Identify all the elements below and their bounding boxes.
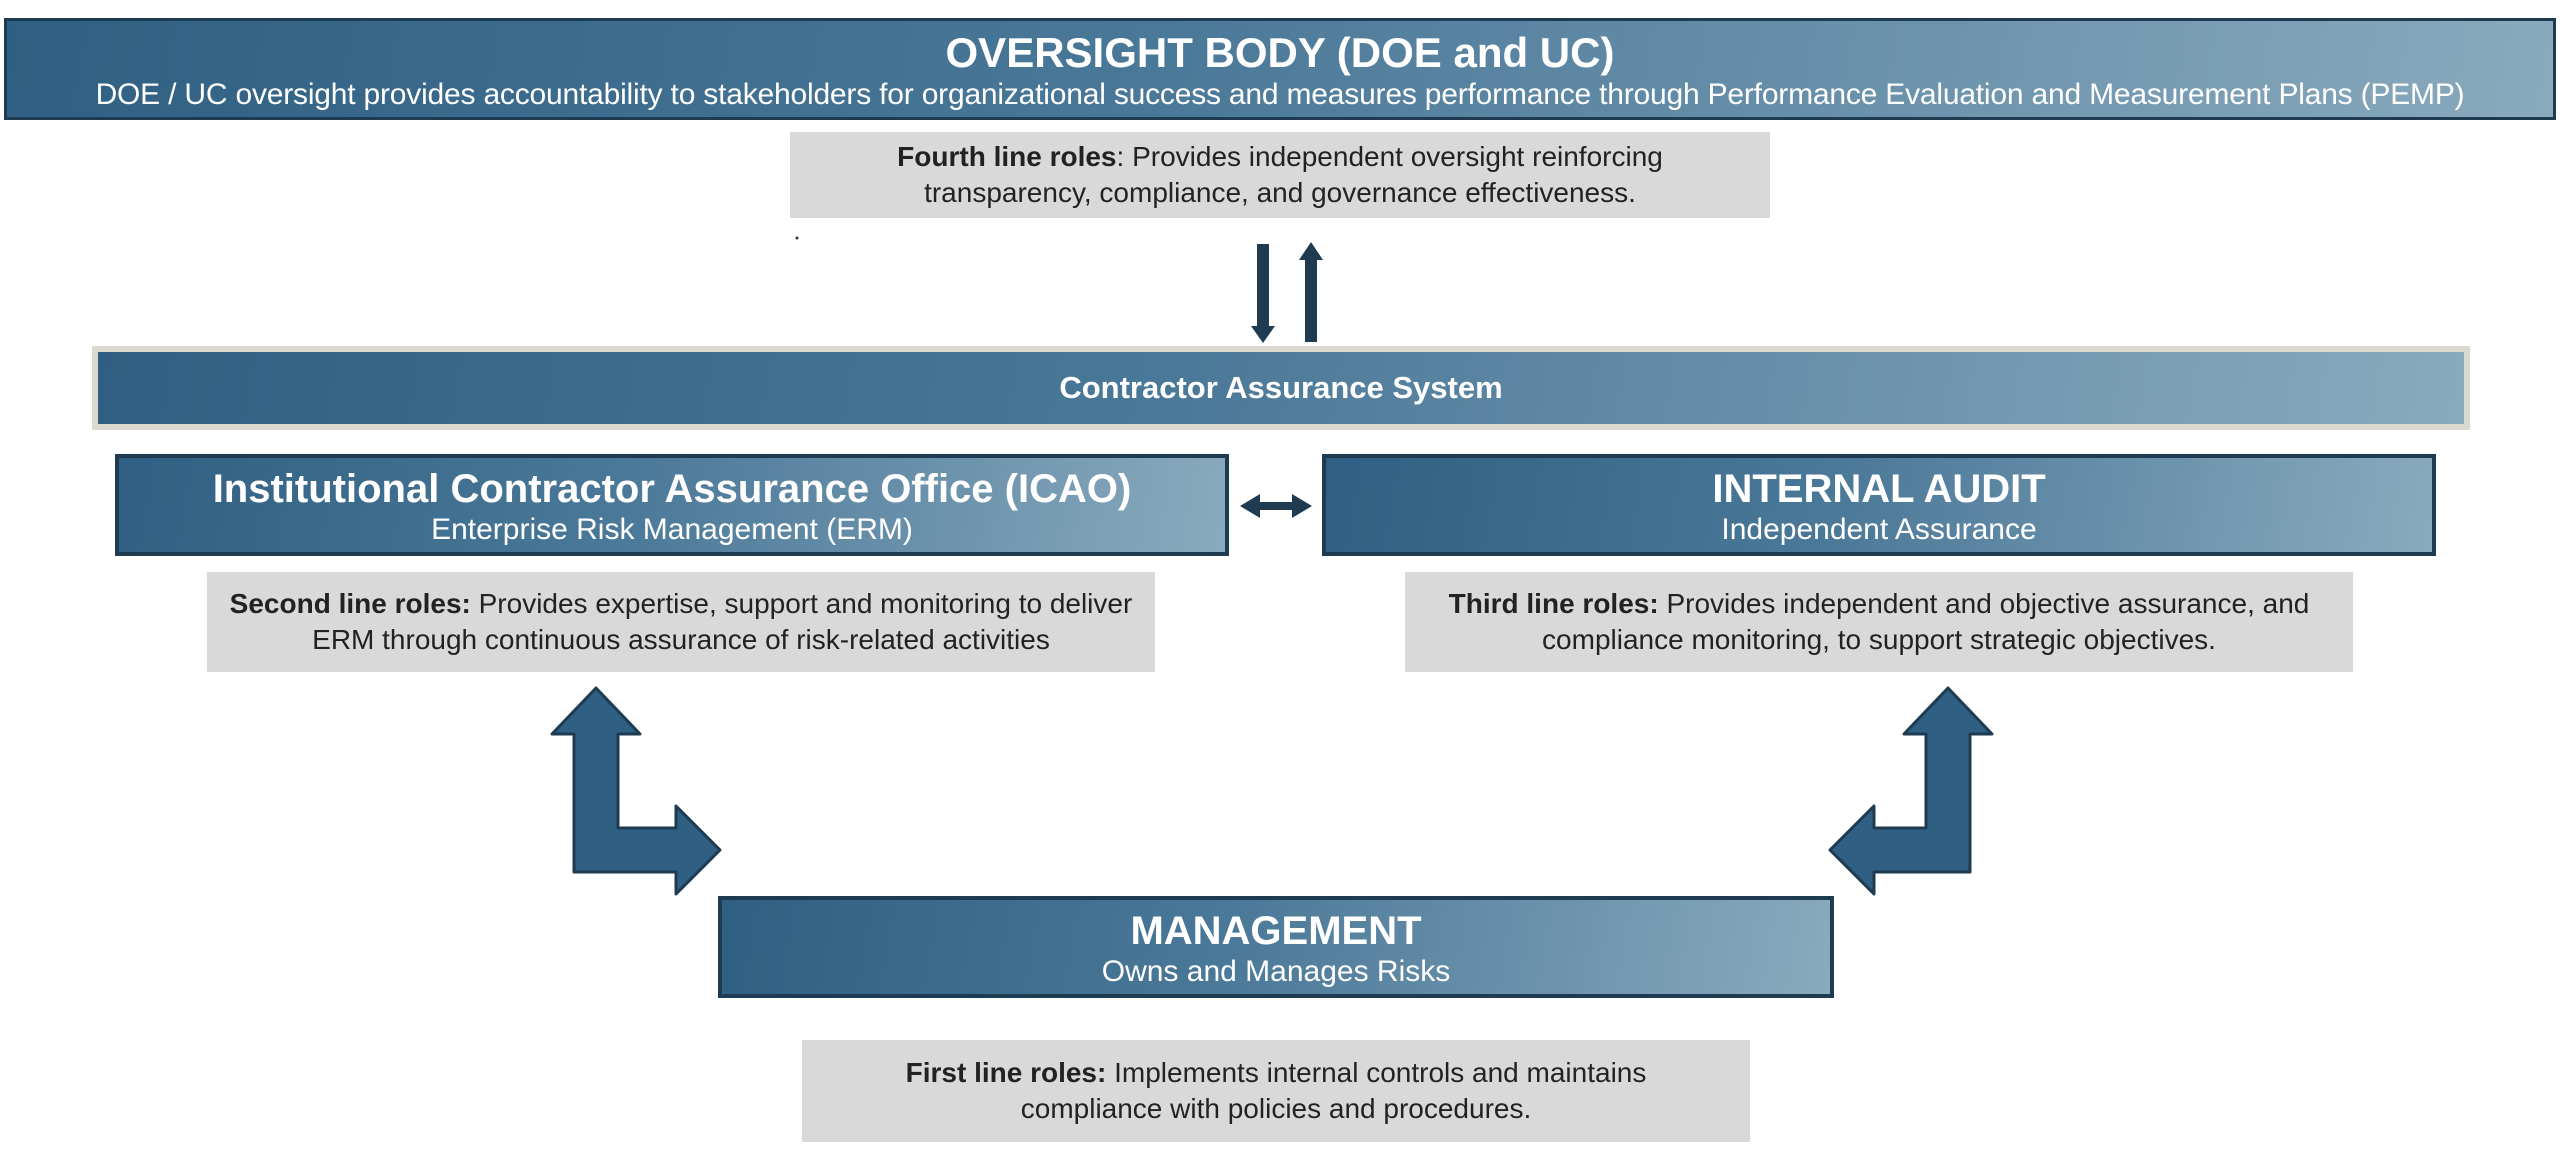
oversight-title: OVERSIGHT BODY (DOE and UC) — [945, 29, 1615, 76]
right-bent-arrow-icon — [1828, 686, 1994, 896]
fourth-line-roles-text: Fourth line roles: Provides independent … — [850, 139, 1710, 211]
third-line-label: Third line roles: — [1448, 588, 1659, 619]
second-line-roles-box: Second line roles: Provides expertise, s… — [207, 572, 1155, 672]
management-subtitle: Owns and Manages Risks — [1101, 955, 1451, 988]
management-box: MANAGEMENT Owns and Manages Risks — [718, 896, 1834, 998]
third-line-roles-box: Third line roles: Provides independent a… — [1405, 572, 2353, 672]
management-title: MANAGEMENT — [1130, 909, 1422, 953]
third-line-description: Provides independent and objective assur… — [1542, 588, 2310, 655]
internal-audit-subtitle: Independent Assurance — [1721, 513, 2037, 546]
icao-title: Institutional Contractor Assurance Offic… — [212, 467, 1132, 511]
oversight-subtitle: DOE / UC oversight provides accountabili… — [95, 78, 2465, 111]
first-line-label: First line roles: — [905, 1057, 1107, 1088]
oversight-body-box: OVERSIGHT BODY (DOE and UC) DOE / UC ove… — [4, 18, 2556, 120]
double-headed-arrow-icon — [1240, 494, 1312, 518]
first-line-description: Implements internal controls and maintai… — [1020, 1057, 1647, 1124]
second-line-label: Second line roles: — [229, 588, 471, 619]
down-arrow-icon — [1251, 244, 1275, 343]
third-line-roles-text: Third line roles: Provides independent a… — [1425, 586, 2333, 658]
internal-audit-title: INTERNAL AUDIT — [1712, 467, 2046, 511]
left-bent-arrow-icon — [550, 686, 722, 896]
stray-dot — [795, 236, 799, 240]
icao-box: Institutional Contractor Assurance Offic… — [115, 454, 1229, 556]
second-line-description: Provides expertise, support and monitori… — [312, 588, 1133, 655]
fourth-line-roles-box: Fourth line roles: Provides independent … — [790, 132, 1770, 218]
up-arrow-icon — [1299, 242, 1323, 342]
fourth-line-label: Fourth line roles — [897, 141, 1117, 172]
internal-audit-box: INTERNAL AUDIT Independent Assurance — [1322, 454, 2436, 556]
first-line-roles-box: First line roles: Implements internal co… — [802, 1040, 1750, 1142]
contractor-assurance-title: Contractor Assurance System — [1059, 370, 1503, 405]
fourth-line-description: : Provides independent oversight reinfor… — [924, 141, 1663, 208]
first-line-roles-text: First line roles: Implements internal co… — [862, 1055, 1690, 1127]
contractor-assurance-system-bar: Contractor Assurance System — [98, 352, 2464, 424]
second-line-roles-text: Second line roles: Provides expertise, s… — [227, 586, 1135, 658]
icao-subtitle: Enterprise Risk Management (ERM) — [431, 513, 913, 546]
